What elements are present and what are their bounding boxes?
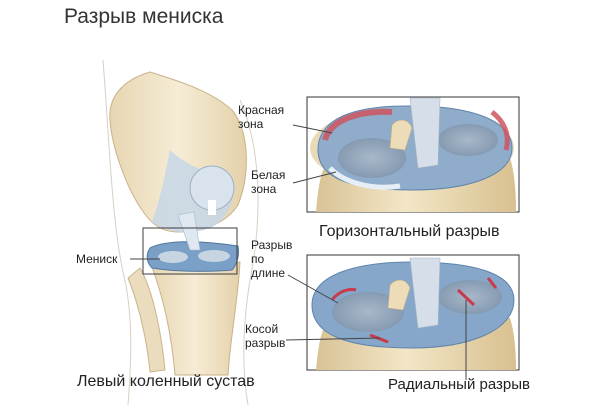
longitudinal-tear-label: Разрыв по длине	[251, 238, 293, 280]
meniscus-highlight-box	[142, 227, 238, 275]
red-zone-label: Красная зона	[238, 103, 285, 131]
horizontal-tear-caption: Горизонтальный разрыв	[319, 223, 500, 240]
oblique-tear-label: Косой разрыв	[245, 322, 286, 350]
white-zone-label: Белая зона	[251, 168, 286, 196]
page-title: Разрыв мениска	[64, 5, 224, 28]
zones-panel	[306, 96, 520, 213]
left-knee-joint	[102, 59, 259, 406]
longitudinal-tear-mark	[330, 288, 357, 301]
red-zone-band	[322, 108, 393, 142]
radial-tear-mark	[456, 277, 498, 307]
meniscus-label: Мениск	[76, 252, 118, 266]
tears-panel	[306, 254, 520, 371]
fibula-bone	[127, 267, 166, 373]
left-knee-caption: Левый коленный сустав	[77, 373, 255, 390]
radial-tear-caption: Радиальный разрыв	[388, 376, 530, 393]
knee-ligament	[177, 211, 201, 251]
leader-lines	[130, 124, 467, 380]
leg-outline	[102, 59, 132, 406]
